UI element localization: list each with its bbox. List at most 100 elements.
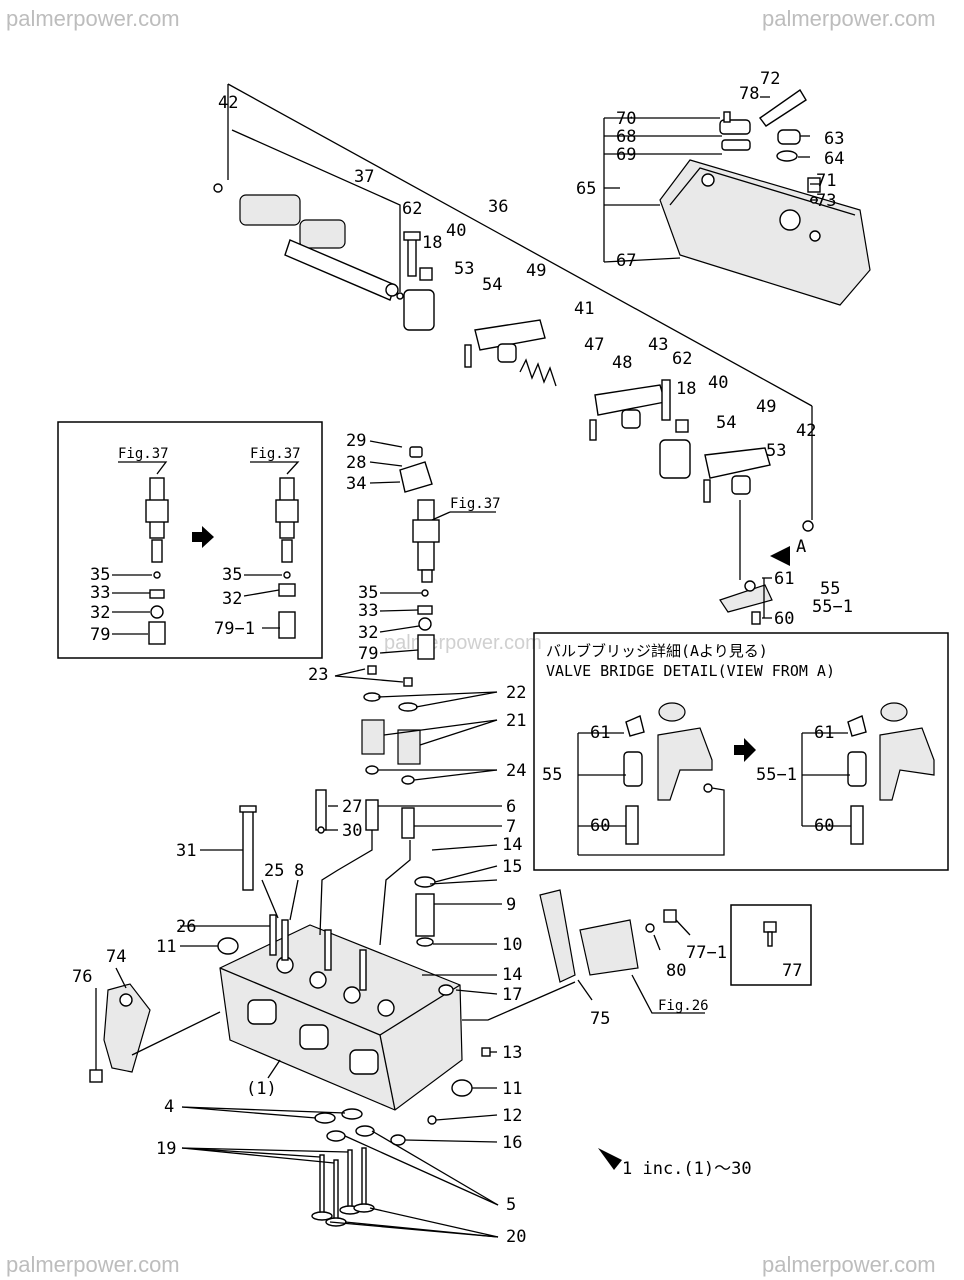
callout-53-left: 53 bbox=[454, 259, 474, 279]
callout-23: 23 bbox=[308, 665, 328, 685]
callout-34: 34 bbox=[346, 474, 366, 494]
callout-79-box-left: 79 bbox=[90, 625, 110, 645]
arrow-right-icon bbox=[734, 738, 756, 762]
detail-title-jp: バルブブリッジ詳細(Aより見る) bbox=[546, 642, 768, 660]
callout-20: 20 bbox=[506, 1227, 526, 1247]
callout-11-right: 11 bbox=[502, 1079, 522, 1099]
rocker-cover-group bbox=[603, 88, 871, 306]
callout-72: 72 bbox=[760, 69, 780, 89]
callout-35-box-right: 35 bbox=[222, 565, 242, 585]
callout-54-left: 54 bbox=[482, 275, 502, 295]
callout-8: 8 bbox=[294, 861, 304, 881]
callout-67: 67 bbox=[616, 251, 636, 271]
callout-79-center: 79 bbox=[358, 644, 378, 664]
callout-18-left: 18 bbox=[422, 233, 442, 253]
fig-ref-37-c: Fig.37 bbox=[450, 496, 501, 512]
view-arrow-icon bbox=[770, 546, 790, 566]
injector-detail-box bbox=[57, 421, 323, 659]
callout-35-center: 35 bbox=[358, 583, 378, 603]
callout-37: 37 bbox=[354, 167, 374, 187]
callout-12: 12 bbox=[502, 1106, 522, 1126]
callout-55-1: 55−1 bbox=[812, 597, 853, 617]
detail-callout-60-left: 60 bbox=[590, 816, 610, 836]
callout-18-right: 18 bbox=[676, 379, 696, 399]
fig-ref-37-a: Fig.37 bbox=[118, 446, 169, 462]
callout-31: 31 bbox=[176, 841, 196, 861]
watermark-top-right: palmerpower.com bbox=[762, 6, 936, 31]
callout-64: 64 bbox=[824, 149, 844, 169]
callout-69: 69 bbox=[616, 145, 636, 165]
detail-callout-61-left: 61 bbox=[590, 723, 610, 743]
callout-14-bottom: 14 bbox=[502, 965, 522, 985]
callout-33-box-left: 33 bbox=[90, 583, 110, 603]
callout-74: 74 bbox=[106, 947, 126, 967]
callout-48: 48 bbox=[612, 353, 632, 373]
callout-32-box-left: 32 bbox=[90, 603, 110, 623]
callout-21: 21 bbox=[506, 711, 526, 731]
watermark-top-left: palmerpower.com bbox=[6, 6, 180, 31]
callout-77-1: 77−1 bbox=[686, 943, 727, 963]
cylinder-head bbox=[180, 830, 576, 1146]
callout-41: 41 bbox=[574, 299, 594, 319]
arrow-right-icon bbox=[192, 526, 214, 548]
callout-62-right: 62 bbox=[672, 349, 692, 369]
fig-ref-37-b: Fig.37 bbox=[250, 446, 301, 462]
callout-42-right: 42 bbox=[796, 421, 816, 441]
callout-63: 63 bbox=[824, 129, 844, 149]
callout-60: 60 bbox=[774, 609, 794, 629]
note-arrow-icon bbox=[598, 1148, 622, 1170]
callout-54-right: 54 bbox=[716, 413, 736, 433]
callout-13: 13 bbox=[502, 1043, 522, 1063]
callout-5: 5 bbox=[506, 1195, 516, 1215]
valve-spring-group bbox=[200, 665, 502, 947]
callout-49-left: 49 bbox=[526, 261, 546, 281]
callout-11-left: 11 bbox=[156, 937, 176, 957]
callout-32-center: 32 bbox=[358, 623, 378, 643]
callout-33-center: 33 bbox=[358, 601, 378, 621]
callout-35-box-left: 35 bbox=[90, 565, 110, 585]
callout-40-right: 40 bbox=[708, 373, 728, 393]
callout-4: 4 bbox=[164, 1097, 174, 1117]
detail-title-en: VALVE BRIDGE DETAIL(VIEW FROM A) bbox=[546, 662, 835, 680]
callout-32-box-right: 32 bbox=[222, 589, 242, 609]
callout-7: 7 bbox=[506, 817, 516, 837]
callout-29: 29 bbox=[346, 431, 366, 451]
view-a-label: A bbox=[796, 537, 806, 557]
detail-callout-55: 55 bbox=[542, 765, 562, 785]
rocker-assembly-group bbox=[213, 83, 814, 532]
callout-76: 76 bbox=[72, 967, 92, 987]
callout-26: 26 bbox=[176, 917, 196, 937]
callout-22: 22 bbox=[506, 683, 526, 703]
detail-callout-60-right: 60 bbox=[814, 816, 834, 836]
callout-47: 47 bbox=[584, 335, 604, 355]
callout-10: 10 bbox=[502, 935, 522, 955]
callout-6: 6 bbox=[506, 797, 516, 817]
callout-27: 27 bbox=[342, 797, 362, 817]
callout-70: 70 bbox=[616, 109, 636, 129]
callout-68: 68 bbox=[616, 127, 636, 147]
callout-62-left: 62 bbox=[402, 199, 422, 219]
callout-15: 15 bbox=[502, 857, 522, 877]
callout-43: 43 bbox=[648, 335, 668, 355]
callout-17: 17 bbox=[502, 985, 522, 1005]
callout-19: 19 bbox=[156, 1139, 176, 1159]
callout-42-top: 42 bbox=[218, 93, 238, 113]
lifting-bracket bbox=[89, 967, 221, 1083]
callout-75: 75 bbox=[590, 1009, 610, 1029]
callout-40-left: 40 bbox=[446, 221, 466, 241]
detail-callout-55-1: 55−1 bbox=[756, 765, 797, 785]
callout-78: 78 bbox=[739, 84, 759, 104]
callout-71: 71 bbox=[816, 171, 836, 191]
callout-53-right: 53 bbox=[766, 441, 786, 461]
callout-79-1: 79−1 bbox=[214, 619, 255, 639]
valve-bridge-group bbox=[719, 500, 790, 625]
callout-28: 28 bbox=[346, 453, 366, 473]
callout-9: 9 bbox=[506, 895, 516, 915]
watermark-bottom-left: palmerpower.com bbox=[6, 1252, 180, 1277]
part-labels: 72 78 70 68 69 65 67 63 64 71 73 42 37 3… bbox=[72, 69, 853, 1247]
callout-77: 77 bbox=[782, 961, 802, 981]
callout-73: 73 bbox=[816, 191, 836, 211]
inclusion-note: 1 inc.(1)～30 bbox=[622, 1159, 752, 1179]
callout-24: 24 bbox=[506, 761, 526, 781]
